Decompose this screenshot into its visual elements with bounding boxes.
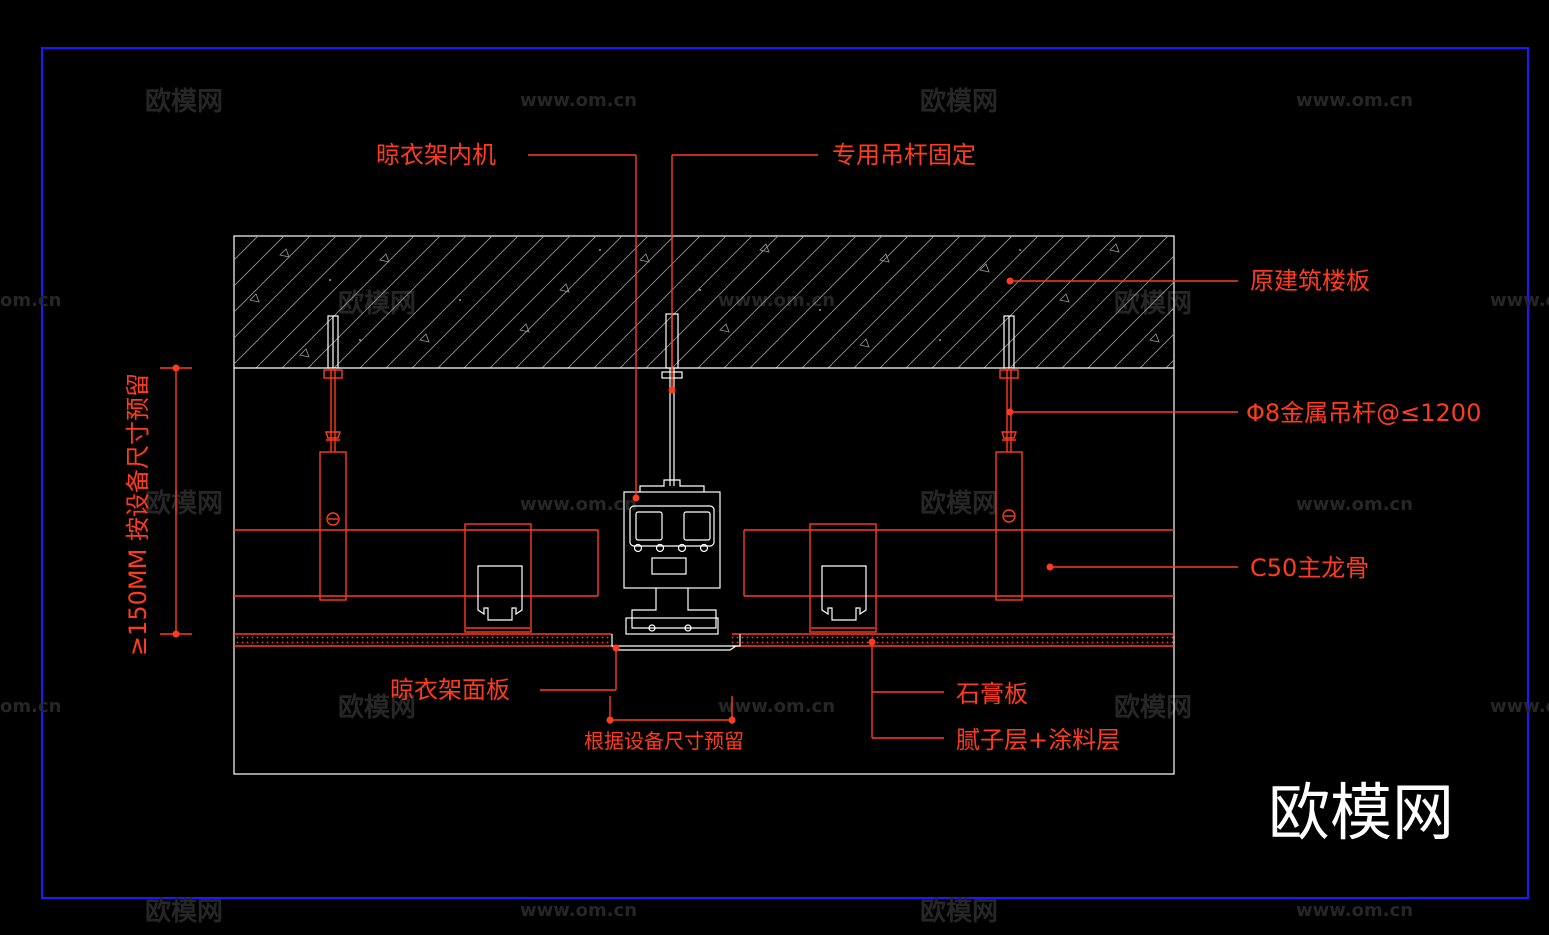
watermark-brand: 欧模网 (1114, 692, 1192, 723)
label-main-keel: C50主龙骨 (1250, 554, 1369, 582)
leaders (160, 154, 1238, 739)
label-panel: 晾衣架面板 (390, 676, 510, 704)
hanger-rod-right (995, 315, 1023, 601)
secondary-keel-left (464, 523, 532, 633)
watermark-url: www.om.cn (520, 494, 637, 515)
watermark-url: www.om.cn (520, 90, 637, 111)
watermark-url: www.om.cn (1296, 900, 1413, 921)
watermark-url: www.om.cn (520, 900, 637, 921)
label-putty: 腻子层+涂料层 (956, 726, 1120, 754)
label-hanger-fixed: 专用吊杆固定 (832, 141, 976, 169)
watermark-url: www.om.cn (1296, 90, 1413, 111)
main-keel (234, 529, 1174, 597)
watermark-brand: 欧模网 (920, 896, 998, 927)
watermark-brand: 欧模网 (338, 692, 416, 723)
label-reserve-height: ≥150MM 按设备尺寸预留 (124, 373, 152, 656)
watermark-brand: 欧模网 (920, 86, 998, 117)
drawing-frame (41, 47, 1529, 899)
secondary-keel-right (809, 523, 877, 633)
label-gypsum: 石膏板 (956, 680, 1028, 708)
watermark-brand: 欧模网 (145, 86, 223, 117)
brand-logo: 欧模网 (1268, 776, 1454, 849)
label-reserve-device: 根据设备尺寸预留 (584, 729, 744, 753)
watermark-brand: 欧模网 (145, 896, 223, 927)
label-metal-rod: Φ8金属吊杆@≤1200 (1246, 399, 1481, 427)
watermark-url: om.cn (0, 290, 61, 311)
label-floor-slab: 原建筑楼板 (1250, 267, 1370, 295)
gypsum-board (234, 633, 1174, 647)
watermark-url: www.om.cn (1296, 494, 1413, 515)
watermark-url: www.om.cn (718, 696, 835, 717)
watermark-url: www.o (1490, 290, 1549, 311)
watermark-brand: 欧模网 (145, 488, 223, 519)
watermark-url: om.cn (0, 696, 61, 717)
watermark-brand: 欧模网 (920, 488, 998, 519)
concrete-slab (234, 236, 1174, 369)
label-inner-unit: 晾衣架内机 (376, 141, 496, 169)
watermark-url: www.o (1490, 696, 1549, 717)
hanger-rod-left (319, 315, 347, 601)
